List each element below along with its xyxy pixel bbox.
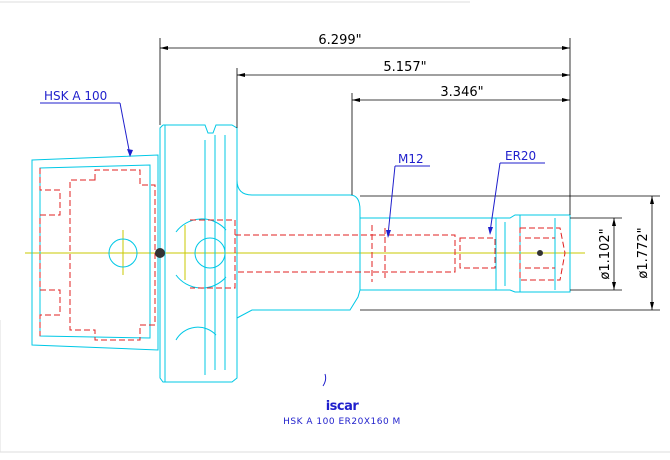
body-outline xyxy=(236,135,571,319)
dim-body-diameter: ø1.772" xyxy=(636,227,651,278)
dimension-lines xyxy=(159,38,660,311)
brand-logo: iscar xyxy=(322,373,360,414)
callout-thread: M12 xyxy=(398,152,424,166)
callout-shank: HSK A 100 xyxy=(44,89,107,103)
dim-front-length: 3.346" xyxy=(440,85,483,100)
dim-mid-length: 5.157" xyxy=(383,60,426,75)
callout-collet: ER20 xyxy=(505,149,536,163)
datum-point-right xyxy=(537,250,543,256)
brand-logo-text: iscar xyxy=(326,399,360,414)
part-designation: HSK A 100 ER20X160 M xyxy=(283,417,401,427)
callout-leaders xyxy=(40,102,545,238)
bore-features xyxy=(108,237,543,269)
hidden-lines xyxy=(39,168,566,341)
hsk-shank-outline xyxy=(31,154,159,351)
dim-overall-length: 6.299" xyxy=(318,33,361,48)
dim-nose-diameter: ø1.102" xyxy=(598,228,613,279)
datum-point-left xyxy=(155,248,165,258)
